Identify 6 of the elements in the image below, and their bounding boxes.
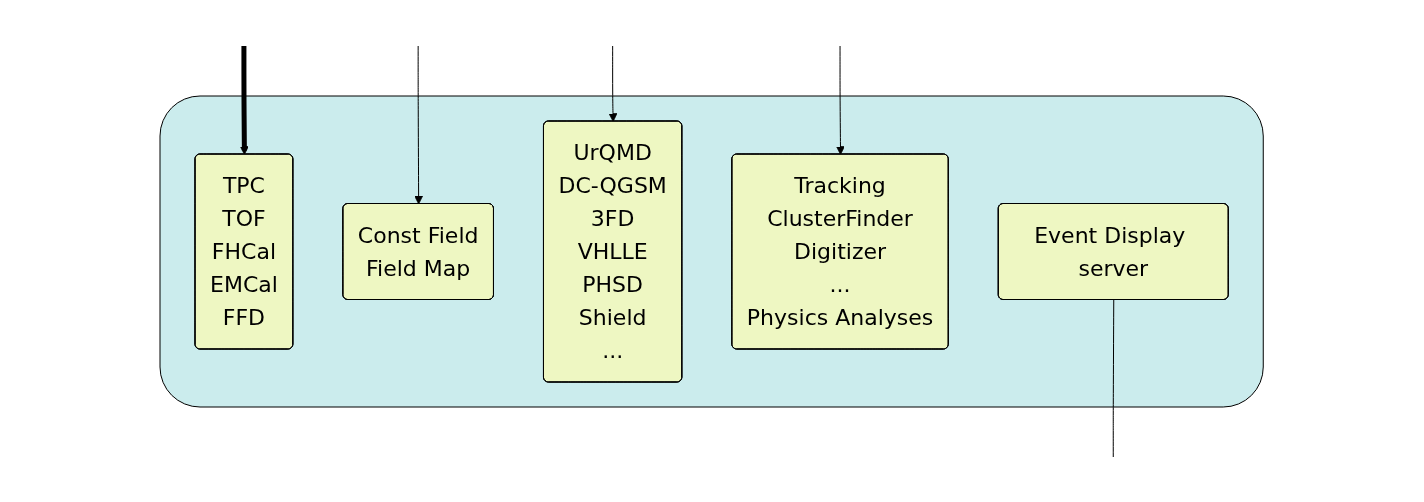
arrow [414, 45, 424, 204]
arrow [836, 45, 846, 155]
arrow [608, 45, 618, 122]
cluster [159, 95, 1265, 407]
connector [1113, 299, 1115, 457]
arrow [240, 45, 250, 155]
